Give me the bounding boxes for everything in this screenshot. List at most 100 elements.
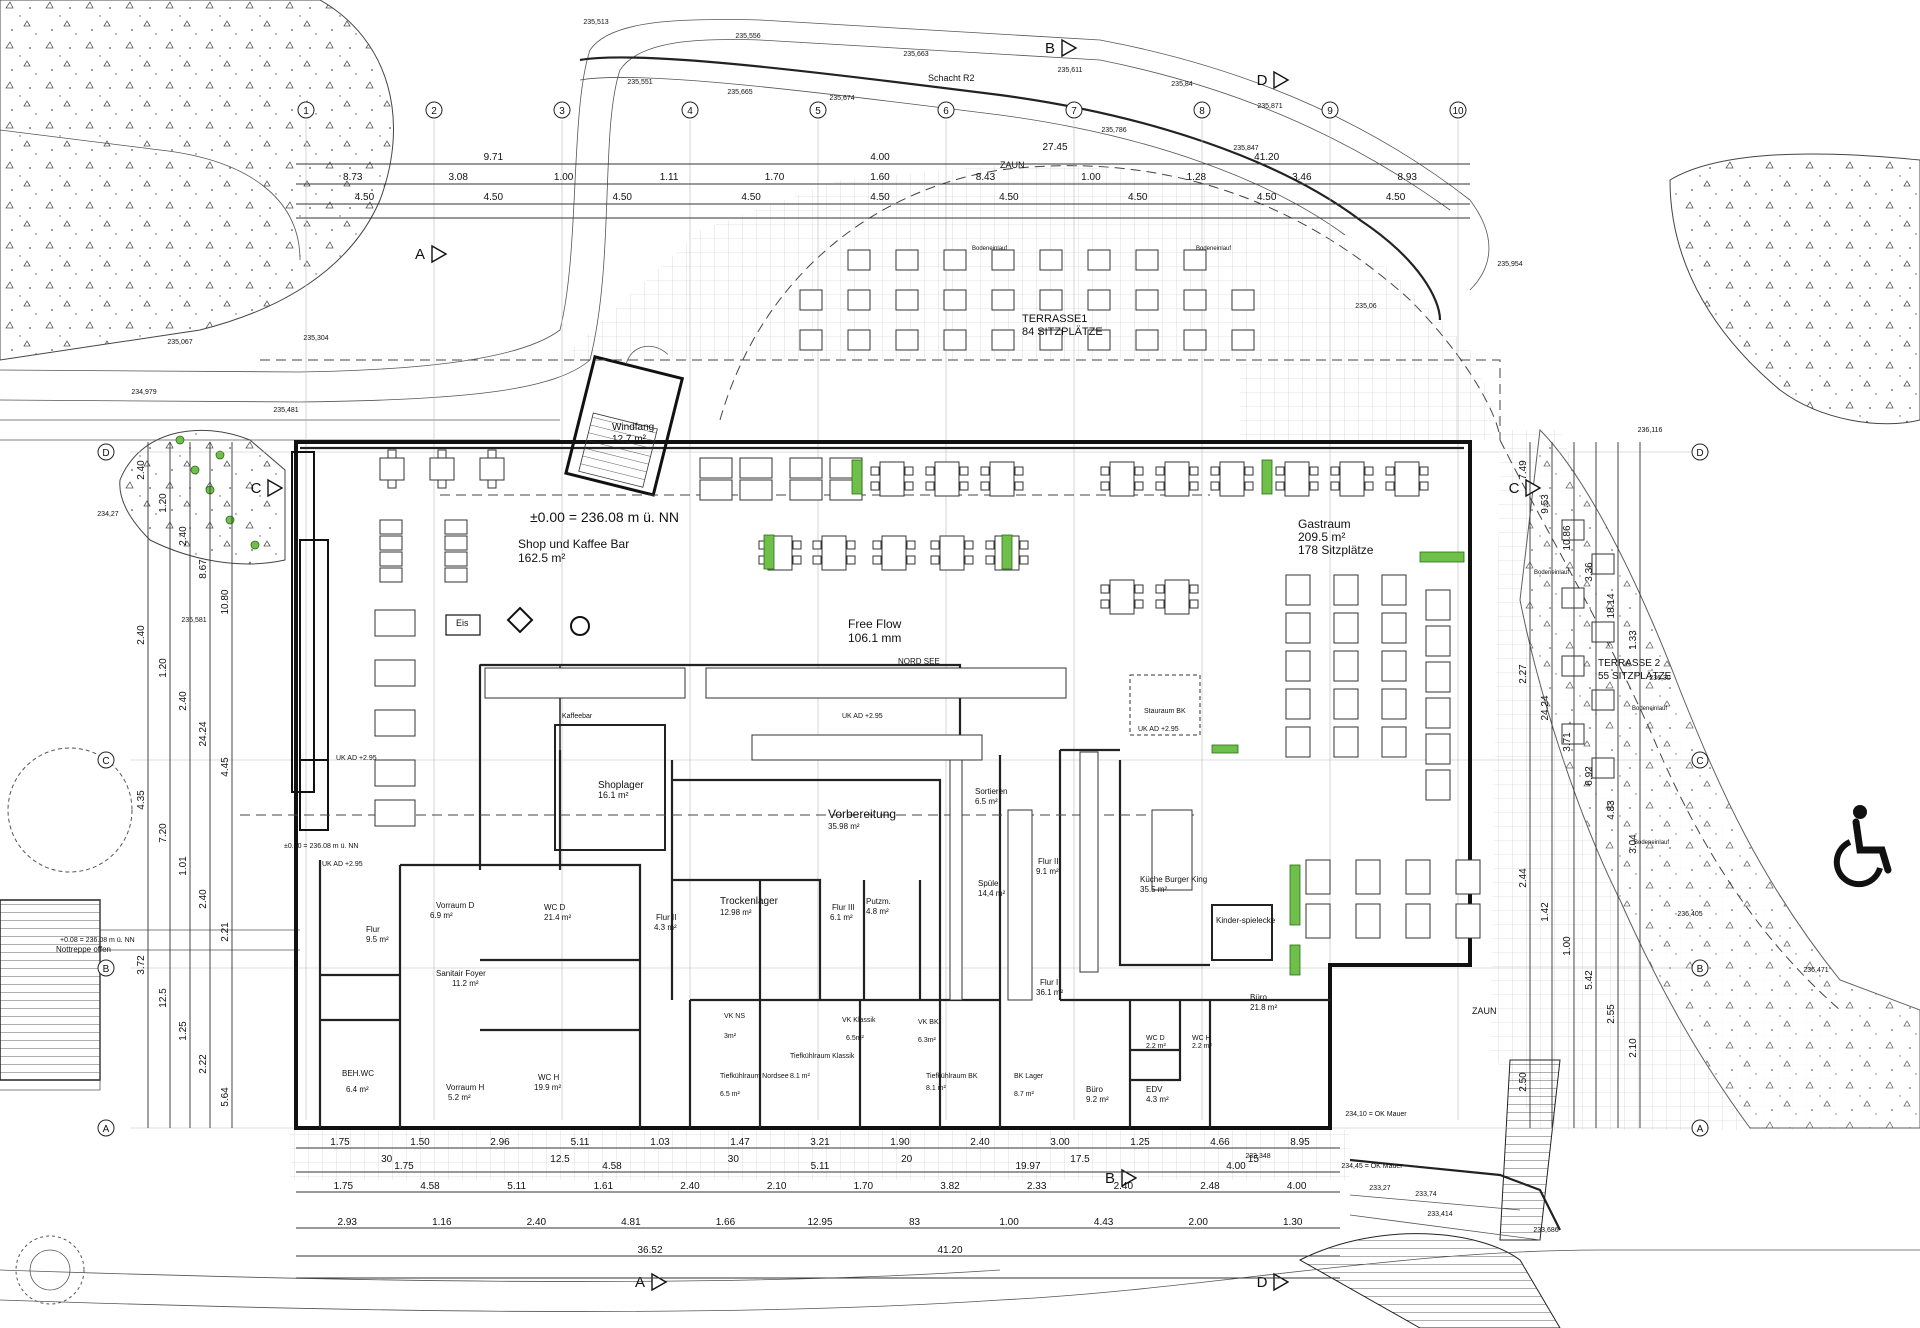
dimension-value: 5.11	[571, 1137, 590, 1148]
chair	[387, 479, 397, 489]
chair	[1100, 466, 1110, 476]
dimension-value: 2.40	[198, 889, 209, 909]
spot-level: 234,27	[97, 511, 119, 518]
dimension-value: 2.00	[1188, 1217, 1208, 1228]
planter	[1419, 551, 1465, 563]
axis-label: A	[103, 1124, 110, 1135]
dimension-value: 20	[901, 1154, 913, 1165]
svg-text:21.8 m²: 21.8 m²	[1250, 1003, 1277, 1012]
svg-text:3m²: 3m²	[724, 1033, 737, 1040]
table	[479, 457, 505, 481]
axis-label: 8	[1199, 106, 1205, 117]
chair	[959, 466, 969, 476]
planter	[1001, 534, 1013, 570]
section-letter: A	[635, 1274, 645, 1291]
axis-label: B	[1697, 964, 1704, 975]
table	[1087, 249, 1111, 271]
planter	[851, 459, 863, 495]
terrasse1-seats: 84 SITZPLÄTZE	[1022, 326, 1103, 338]
spot-level: 234,979	[131, 389, 156, 396]
section-arrow-icon	[267, 478, 284, 498]
dimension-value: 4.50	[1128, 192, 1148, 203]
table	[1425, 697, 1451, 729]
table	[847, 289, 871, 311]
table	[484, 667, 686, 699]
svg-text:Spüle: Spüle	[978, 879, 999, 888]
svg-text:35.98 m²: 35.98 m²	[828, 822, 860, 831]
table	[989, 461, 1015, 497]
table	[1109, 579, 1135, 615]
table	[1591, 553, 1615, 575]
green-area-left	[119, 429, 286, 565]
uk-ad-label: UK AD +2.95	[1138, 726, 1179, 733]
dimension-value: 5.11	[507, 1181, 526, 1192]
table	[699, 479, 733, 501]
axis-label: 5	[815, 106, 821, 117]
dimension-value: 2.22	[198, 1054, 209, 1074]
section-arrow-icon	[1273, 1272, 1290, 1292]
svg-text:VK NS: VK NS	[724, 1013, 745, 1020]
spot-level: 235,513	[583, 19, 608, 26]
table	[1305, 903, 1331, 939]
dimension-value: 3.71	[1562, 732, 1573, 752]
spot-level: 233,686	[1533, 1227, 1558, 1234]
spot-level: 235,674	[829, 95, 854, 102]
chair	[812, 540, 822, 550]
shop-name: Shop und Kaffee Bar	[518, 537, 629, 551]
table	[1087, 289, 1111, 311]
svg-text:Flur: Flur	[366, 925, 380, 934]
axis-marker	[97, 959, 115, 977]
wall-level-label: +0.08 = 236.08 m ü. NN	[60, 937, 135, 944]
table	[1333, 612, 1359, 644]
table	[1135, 289, 1159, 311]
dimension-value: 1.66	[716, 1217, 736, 1228]
dimension-value: 1.33	[1628, 630, 1639, 650]
terrasse2-seats: 55 SITZPLÄTZE	[1598, 670, 1672, 682]
bodeneinlauf-label: Bodeneinlauf	[972, 246, 1007, 252]
dimension-value: 4.35	[136, 790, 147, 810]
svg-text:6.5m²: 6.5m²	[846, 1035, 865, 1042]
section-arrow-icon	[1273, 70, 1290, 90]
table	[1333, 688, 1359, 720]
chair	[1330, 466, 1340, 476]
spot-level: 235,611	[1058, 67, 1083, 74]
table	[429, 457, 455, 481]
table	[444, 567, 468, 583]
dimension-value: 1.70	[765, 172, 785, 183]
dimension-value: 4.50	[741, 192, 761, 203]
svg-text:6.5 m²: 6.5 m²	[720, 1091, 741, 1098]
chair	[904, 466, 914, 476]
shop-area: 162.5 m²	[518, 551, 565, 565]
spot-level: 235,786	[1101, 127, 1126, 134]
spot-level: 235,067	[167, 339, 192, 346]
dimension-value: 2.40	[178, 691, 189, 711]
spot-level: 233,348	[1245, 1153, 1270, 1160]
terrasse2-name: TERRASSE 2	[1598, 658, 1661, 669]
section-letter: D	[1257, 1274, 1268, 1291]
svg-text:EDV: EDV	[1146, 1085, 1163, 1094]
svg-text:6.3m²: 6.3m²	[918, 1037, 937, 1044]
zaun-label: ZAUN	[1000, 160, 1025, 170]
dimension-value: 2.40	[178, 526, 189, 546]
dimension-value: 2.40	[1114, 1181, 1134, 1192]
dimension-value: 1.00	[1081, 172, 1101, 183]
table	[1087, 329, 1111, 351]
axis-marker	[97, 751, 115, 769]
dimension-value: 41.20	[937, 1245, 962, 1256]
svg-text:Büro: Büro	[1250, 993, 1267, 1002]
svg-text:8.7 m²: 8.7 m²	[1014, 1091, 1035, 1098]
axis-label: D	[102, 448, 109, 459]
table	[1394, 461, 1420, 497]
dimension-value: 2.40	[136, 625, 147, 645]
spot-level: 235,481	[273, 407, 298, 414]
green-area-topright	[1669, 153, 1920, 425]
svg-text:Flur III: Flur III	[832, 903, 855, 912]
uk-ad-label: UK AD +2.95	[842, 713, 883, 720]
chair	[1155, 466, 1165, 476]
table	[799, 329, 823, 351]
dimension-value: 4.58	[602, 1161, 622, 1172]
road-edge-outer	[0, 19, 1490, 373]
svg-text:Shoplager: Shoplager	[598, 780, 644, 791]
table	[374, 799, 416, 827]
table	[1007, 809, 1033, 1001]
